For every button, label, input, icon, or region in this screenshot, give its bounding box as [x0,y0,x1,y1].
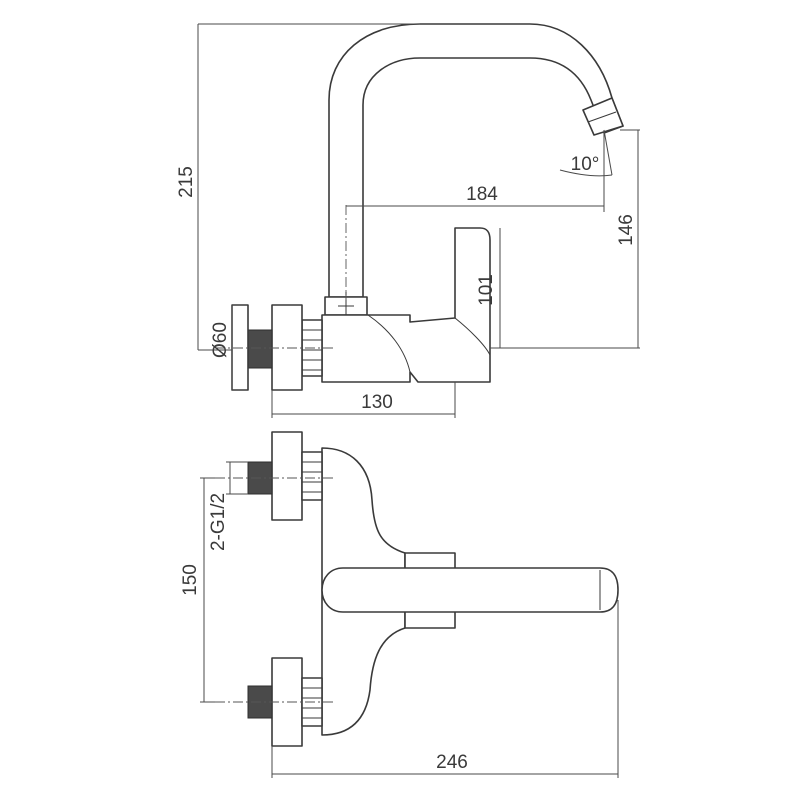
wall-pipe [231,304,249,391]
dim-d60-label: Ø60 [210,322,231,358]
angle-arc [559,169,613,177]
escutcheon [271,304,303,391]
top-ribs [301,451,323,501]
dim-101-label: 101 [476,274,497,306]
angle-line-1 [603,129,613,176]
knurled-nut [247,329,273,369]
front-spout [321,567,619,613]
mixer-body [321,227,491,383]
dim-thread-label: 2-G1/2 [208,493,229,551]
dim-215-label: 215 [176,166,197,198]
dim-246-label: 246 [436,752,468,773]
top-escutcheon [271,431,303,521]
dim-130-label: 130 [361,392,393,413]
side-view: 215 184 146 10° 101 Ø60 130 [176,23,640,418]
aerator-line [587,111,617,123]
angle-label: 10° [571,154,600,175]
dim-146-label: 146 [616,214,637,246]
front-view: 2-G1/2 150 246 [180,431,619,778]
lever-curve [454,317,491,356]
dim-184-label: 184 [466,184,498,205]
dim-150-label: 150 [180,564,201,596]
body-curve [367,314,411,373]
